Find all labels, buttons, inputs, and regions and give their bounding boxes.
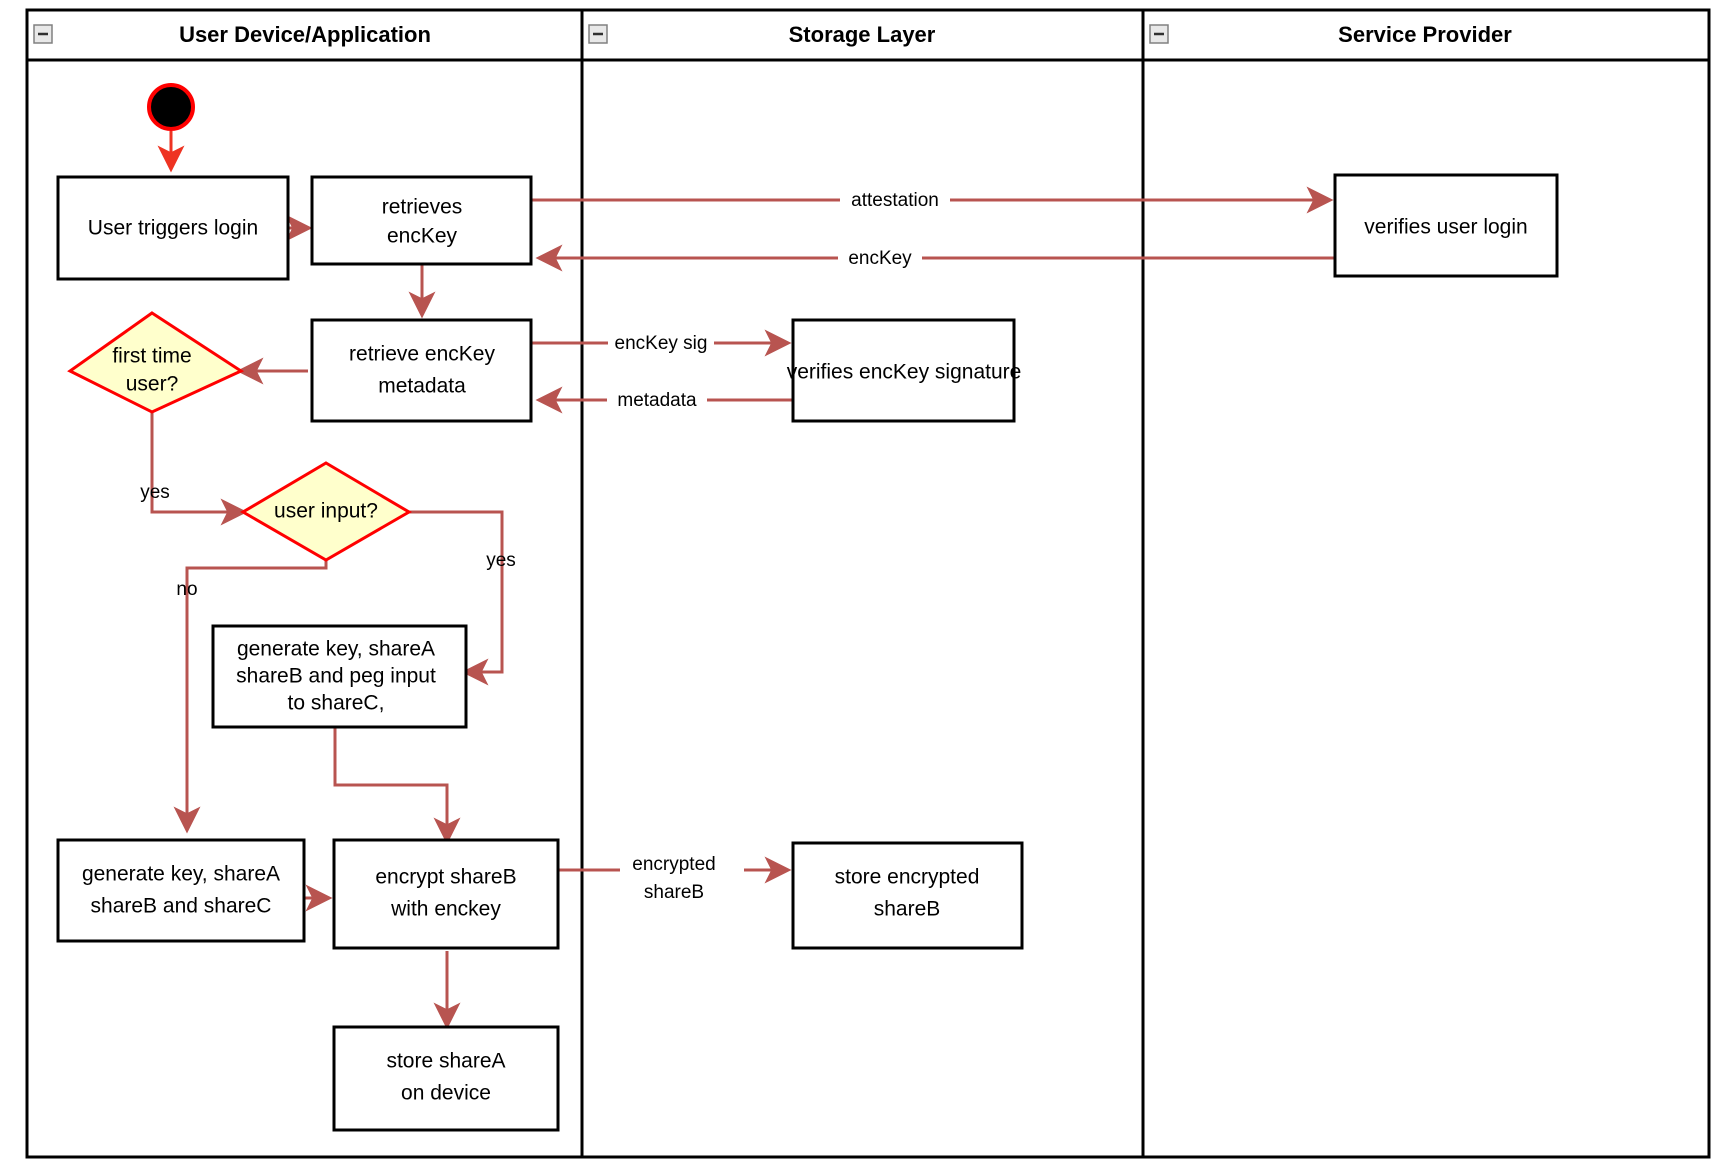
edge-label-metadata: metadata <box>607 388 707 412</box>
node-user-input-decision[interactable]: user input? <box>240 461 412 562</box>
node-label: user input? <box>274 500 378 523</box>
node-retrieves-enckey[interactable]: retrieves encKey <box>310 175 533 266</box>
node-label-line1: store shareA <box>386 1050 505 1073</box>
minus-box-icon[interactable] <box>588 24 608 44</box>
node-label-line1: retrieves <box>382 196 463 219</box>
svg-text:attestation: attestation <box>851 190 939 211</box>
node-label: verifies encKey signature <box>787 361 1022 384</box>
node-label-line2: user? <box>126 373 179 396</box>
edge-yes-first-time-to-user-input <box>150 412 248 526</box>
lane-title-user-device: User Device/Application <box>179 22 431 47</box>
node-generate-key-sharec[interactable]: generate key, shareA shareB and shareC <box>56 838 306 943</box>
minus-box-icon[interactable] <box>33 24 53 44</box>
node-store-sharea[interactable]: store shareA on device <box>332 1025 560 1132</box>
node-user-triggers-login[interactable]: User triggers login <box>56 175 290 281</box>
start-node[interactable] <box>147 83 195 131</box>
node-retrieve-enckey-metadata[interactable]: retrieve encKey metadata <box>310 318 533 423</box>
node-label: User triggers login <box>88 217 258 240</box>
node-store-encrypted-shareb[interactable]: store encrypted shareB <box>791 841 1024 950</box>
node-label-line1: generate key, shareA <box>82 863 280 886</box>
node-label-line2: shareB and peg input <box>236 665 436 688</box>
lane-title-service-provider: Service Provider <box>1338 22 1512 47</box>
node-generate-key-peg[interactable]: generate key, shareA shareB and peg inpu… <box>211 624 468 729</box>
node-first-time-user-decision[interactable]: first time user? <box>67 311 245 414</box>
node-label-line2: shareB <box>874 898 941 921</box>
node-label-line1: encrypt shareB <box>375 866 516 889</box>
node-label-line1: generate key, shareA <box>237 638 435 661</box>
edge-no-user-input-to-generate-sharec <box>173 560 328 834</box>
svg-text:no: no <box>176 579 197 600</box>
edge-generate-peg-to-encrypt <box>333 727 461 845</box>
lane-header-user-device[interactable]: User Device/Application <box>33 22 431 47</box>
node-verifies-enckey-signature[interactable]: verifies encKey signature <box>787 318 1022 423</box>
lane-header-service-provider[interactable]: Service Provider <box>1149 22 1512 47</box>
edge-label-no-user-input: no <box>176 579 197 600</box>
node-label-line2: with enckey <box>390 898 501 921</box>
node-label-line3: to shareC, <box>288 692 385 715</box>
node-label-line2: shareB and shareC <box>91 895 272 918</box>
node-label-line2: metadata <box>378 375 466 398</box>
node-label-line2: encKey <box>387 225 458 248</box>
node-label: verifies user login <box>1364 216 1527 239</box>
edge-label-attestation: attestation <box>840 188 950 212</box>
node-encrypt-shareb[interactable]: encrypt shareB with enckey <box>332 838 560 950</box>
edge-labels-layer: attestation encKey encKey sig metadata y… <box>140 188 950 903</box>
svg-text:yes: yes <box>486 550 516 571</box>
edge-yes-user-input-to-generate-peg <box>409 510 504 686</box>
svg-text:encrypted: encrypted <box>632 854 715 875</box>
edge-label-yes-first-time: yes <box>140 482 170 503</box>
node-verifies-user-login[interactable]: verifies user login <box>1333 173 1559 278</box>
lane-header-storage[interactable]: Storage Layer <box>588 22 936 47</box>
node-label-line1: store encrypted <box>835 866 980 889</box>
svg-text:shareB: shareB <box>644 882 704 903</box>
minus-box-icon[interactable] <box>1149 24 1169 44</box>
svg-text:yes: yes <box>140 482 170 503</box>
lane-title-storage: Storage Layer <box>789 22 936 47</box>
svg-text:encKey sig: encKey sig <box>615 333 708 354</box>
node-label-line1: first time <box>112 345 191 368</box>
edge-label-yes-user-input: yes <box>486 550 516 571</box>
node-label-line1: retrieve encKey <box>349 343 495 366</box>
edge-label-enckey-sig: encKey sig <box>608 331 714 355</box>
edge-label-encrypted-shareb: encrypted shareB <box>620 854 744 903</box>
edge-label-enckey: encKey <box>838 246 922 270</box>
node-label-line2: on device <box>401 1082 491 1105</box>
svg-text:metadata: metadata <box>617 390 697 411</box>
svg-text:encKey: encKey <box>848 248 912 269</box>
